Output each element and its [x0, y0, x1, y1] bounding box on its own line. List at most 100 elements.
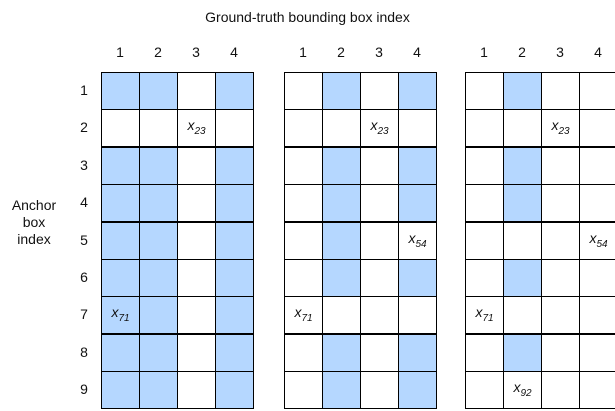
cell-label: x54: [398, 222, 437, 260]
column-label: 4: [230, 44, 238, 60]
grid-cell: [177, 333, 216, 372]
cell-label-text: x54: [408, 229, 427, 250]
grid-cell: [322, 109, 361, 148]
grid-cell: [139, 109, 178, 148]
grid-cell: [579, 146, 615, 185]
row-label: 7: [80, 306, 88, 323]
column-label: 1: [116, 44, 124, 60]
grid-cell: [101, 109, 140, 148]
grid-cell: [465, 146, 504, 185]
highlighted-cell: [215, 146, 254, 185]
grid-cell: [284, 109, 323, 148]
cell-label-text: x23: [187, 117, 206, 138]
column-label: 1: [480, 44, 488, 60]
grid-cell: [360, 184, 399, 223]
highlighted-cell: [322, 259, 361, 297]
grid-cell: [360, 296, 399, 335]
highlighted-cell: [215, 371, 254, 410]
highlighted-cell: [215, 296, 254, 335]
highlighted-cell: [398, 146, 437, 185]
highlighted-cell: [101, 184, 140, 223]
column-label: 2: [154, 44, 162, 60]
grid-cell: [579, 72, 615, 110]
grid-cell: [360, 146, 399, 185]
grid-cell: [284, 146, 323, 185]
highlighted-cell: [503, 333, 542, 372]
highlighted-cell: [322, 72, 361, 110]
grid-cell: [177, 296, 216, 335]
grid-cell: [503, 221, 542, 260]
grid-cell: [541, 371, 580, 410]
grid-cell: [465, 259, 504, 297]
grid-cell: [284, 371, 323, 410]
highlighted-cell: [503, 72, 542, 110]
grid-cell: [177, 109, 216, 148]
grid-cell: [360, 72, 399, 110]
grid-cell: [360, 333, 399, 372]
highlighted-cell: [398, 333, 437, 372]
grid-cell: [398, 109, 437, 148]
column-label: 4: [594, 44, 602, 60]
cell-label: x54: [579, 222, 615, 260]
grid-cell: [541, 259, 580, 297]
cell-label: x71: [101, 296, 140, 334]
row-label: 9: [80, 381, 88, 398]
grid-cell: [465, 371, 504, 410]
grid-cell: [465, 184, 504, 223]
highlighted-cell: [215, 259, 254, 297]
highlighted-cell: [101, 296, 140, 335]
side-label-line: Anchor: [11, 197, 57, 213]
grid-cell: [541, 72, 580, 110]
side-label-line: index: [17, 231, 51, 247]
highlighted-cell: [503, 259, 542, 297]
highlighted-cell: [139, 146, 178, 185]
highlighted-cell: [101, 146, 140, 185]
highlighted-cell: [322, 146, 361, 185]
cell-label: x71: [465, 296, 504, 334]
highlighted-cell: [101, 221, 140, 260]
grid-cell: [177, 221, 216, 260]
grid-cell: [360, 371, 399, 410]
grid-cell: [541, 333, 580, 372]
grid-cell: [503, 296, 542, 335]
grid-cell: [579, 259, 615, 297]
column-label: 3: [192, 44, 200, 60]
grid-cell: [579, 296, 615, 335]
side-label-line: box: [22, 214, 46, 230]
grid-cell: [284, 184, 323, 223]
highlighted-cell: [398, 184, 437, 223]
highlighted-cell: [322, 333, 361, 372]
grid-cell: [579, 184, 615, 223]
cell-label-text: x54: [589, 229, 608, 250]
grid-cell: [579, 109, 615, 148]
highlighted-cell: [139, 72, 178, 110]
highlighted-cell: [215, 184, 254, 223]
highlighted-cell: [215, 333, 254, 372]
column-label: 1: [299, 44, 307, 60]
column-label: 2: [518, 44, 526, 60]
row-label: 3: [80, 156, 88, 173]
grid-cell: [465, 109, 504, 148]
grid-cell: [541, 221, 580, 260]
grid-cell: [215, 109, 254, 148]
column-label: 2: [337, 44, 345, 60]
anchor-box-index-label: Anchor box index: [4, 197, 64, 248]
highlighted-cell: [322, 221, 361, 260]
grid-cell: [503, 109, 542, 148]
highlighted-cell: [139, 259, 178, 297]
highlighted-cell: [139, 371, 178, 410]
grid-cell: [177, 146, 216, 185]
cell-label-text: x71: [294, 304, 313, 325]
grid-cell: [541, 184, 580, 223]
grid-cell: [398, 296, 437, 335]
row-label: 4: [80, 194, 88, 211]
column-label: 3: [556, 44, 564, 60]
highlighted-cell: [101, 72, 140, 110]
grid-cell: [360, 221, 399, 260]
highlighted-cell: [398, 72, 437, 110]
highlighted-cell: [398, 259, 437, 297]
cell-label: x92: [503, 371, 542, 409]
highlighted-cell: [215, 72, 254, 110]
grid-cell: [177, 72, 216, 110]
